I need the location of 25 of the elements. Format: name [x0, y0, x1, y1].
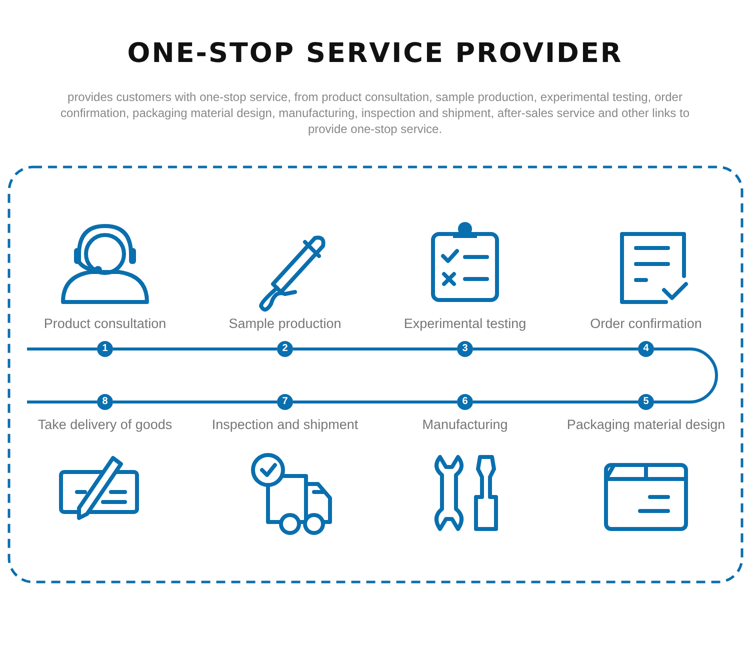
step-number-circle: 4	[638, 341, 654, 357]
step-number-circle: 6	[457, 394, 473, 410]
connector-line	[293, 400, 457, 404]
step-label: Order confirmation	[590, 316, 702, 331]
step-number-circle: 2	[277, 341, 293, 357]
step-label: Experimental testing	[404, 316, 526, 331]
step-label: Manufacturing	[422, 417, 508, 432]
step-number-circle: 7	[277, 394, 293, 410]
step-number-circle: 1	[97, 341, 113, 357]
step-label: Inspection and shipment	[212, 417, 358, 432]
connector-line	[473, 400, 638, 404]
connector-line	[654, 348, 718, 404]
title: ONE-STOP SERVICE PROVIDER	[126, 38, 624, 69]
connector-line	[293, 348, 457, 350]
connector-line	[473, 348, 638, 350]
step-label: Take delivery of goods	[38, 417, 172, 432]
step-number-circle: 3	[457, 341, 473, 357]
step-label: Product consultation	[44, 316, 166, 331]
connector-line	[113, 400, 277, 404]
step-number-circle: 5	[638, 394, 654, 410]
step-number-circle: 8	[97, 394, 113, 410]
step-label: Sample production	[228, 316, 342, 331]
step-label: Packaging material design	[566, 417, 726, 432]
connector-line	[113, 348, 277, 350]
description: provides customers with one-stop service, from product consultation, sample production, experimental testing, order confirmation, packaging material design, manufacturing, inspection and shipment, after-sales service and other links to provide one-stop service.	[60, 89, 690, 137]
